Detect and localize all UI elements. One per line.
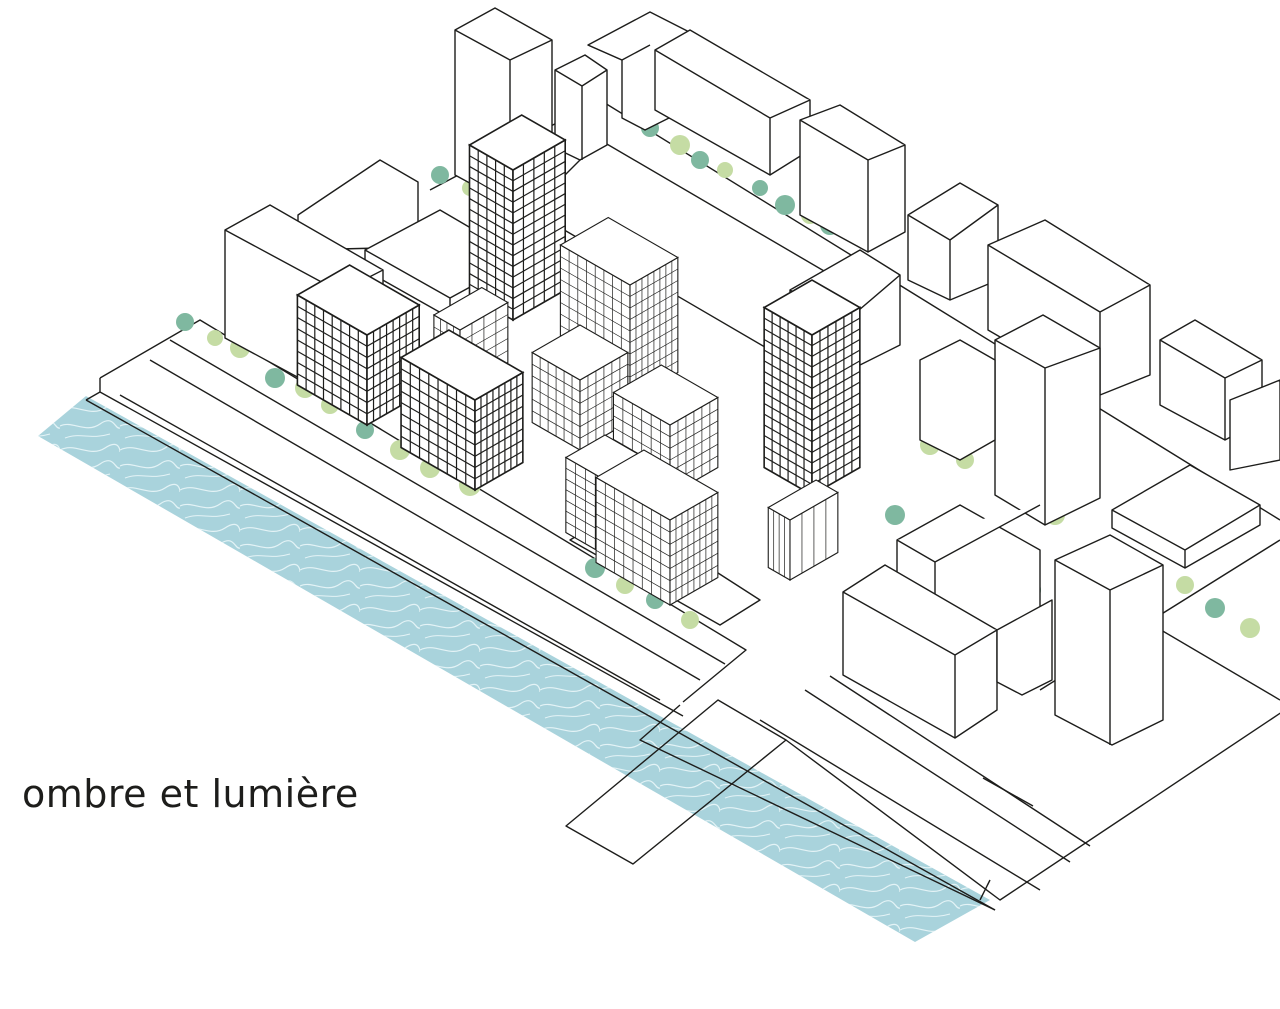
building-block-icon bbox=[531, 324, 629, 451]
project-buildings bbox=[295, 114, 862, 606]
context-buildings bbox=[224, 7, 1280, 746]
diagram-caption: ombre et lumière bbox=[22, 772, 359, 816]
building-block-icon bbox=[399, 329, 525, 492]
quay-and-roads bbox=[85, 319, 1280, 911]
building-block-icon bbox=[594, 449, 719, 606]
river bbox=[38, 396, 990, 942]
building-block-icon bbox=[762, 279, 862, 497]
building-block-icon bbox=[295, 264, 421, 427]
building-block-icon bbox=[767, 479, 839, 581]
